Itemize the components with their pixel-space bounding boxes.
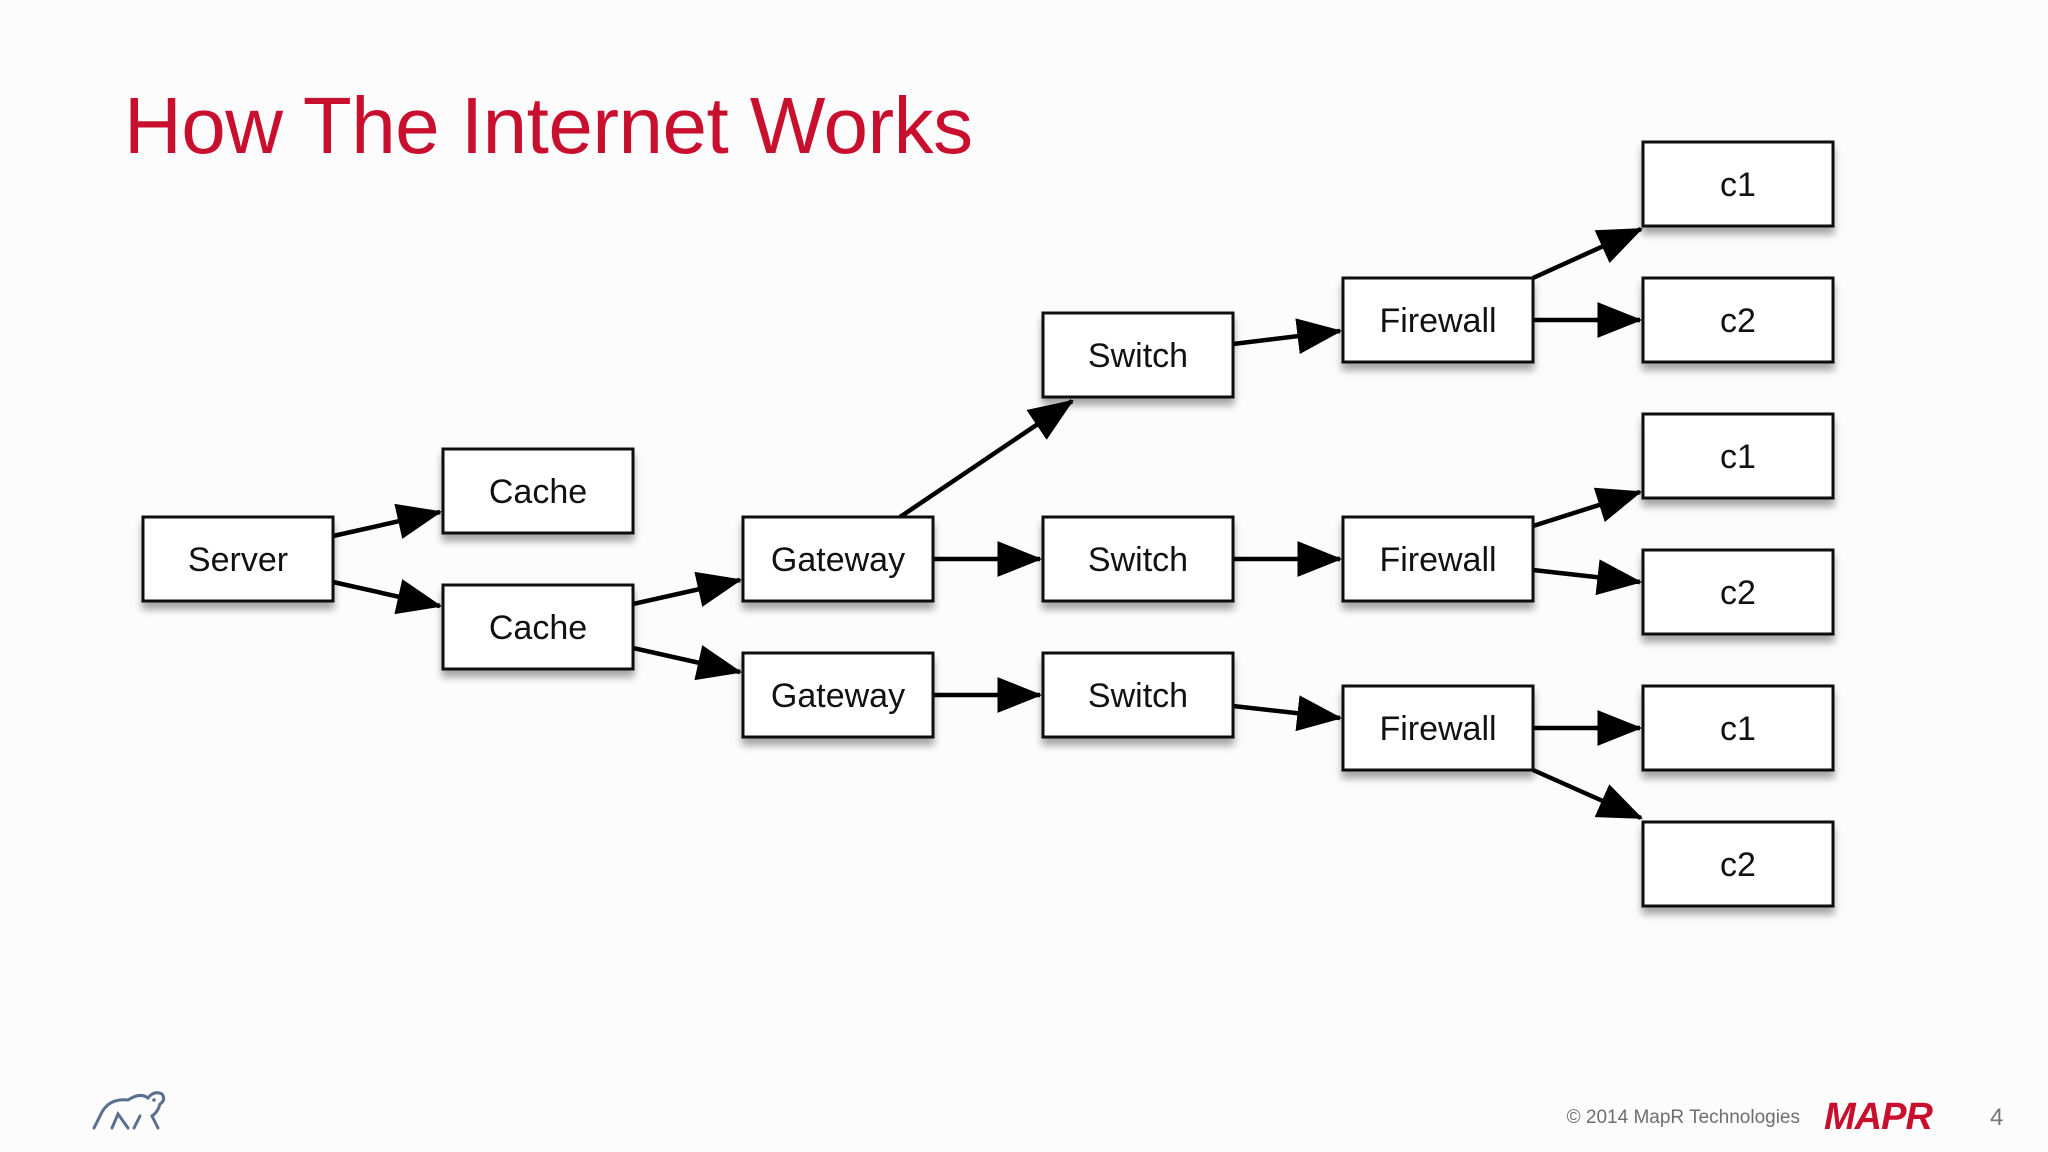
node-c2c: c2 — [1641, 820, 1835, 908]
arrow-cache2-to-gateway1 — [632, 571, 743, 607]
node-box — [1341, 515, 1535, 603]
node-cache2: Cache — [441, 583, 635, 671]
node-gateway2: Gateway — [741, 651, 935, 739]
node-box — [1641, 820, 1835, 908]
arrow-switch1-to-firewall1 — [1232, 318, 1343, 355]
arrow-gateway1-to-switch1 — [898, 399, 1074, 519]
edges-layer — [332, 226, 1644, 821]
arrow-firewall1-to-c1a — [1532, 226, 1644, 281]
nodes-layer: ServerCacheCacheGatewayGatewaySwitchSwit… — [141, 140, 1835, 908]
node-box — [141, 515, 335, 603]
arrow-switch3-to-firewall3 — [1232, 695, 1343, 732]
brand-logo-text: MAPR — [1824, 1096, 1933, 1136]
node-box — [1641, 548, 1835, 636]
node-label: Gateway — [771, 541, 905, 579]
node-box — [1641, 140, 1835, 228]
node-switch1: Switch — [1041, 311, 1235, 399]
node-c1a: c1 — [1641, 140, 1835, 228]
node-box — [1041, 311, 1235, 399]
node-box — [741, 651, 935, 739]
arrow-firewall2-to-c2b — [1532, 559, 1643, 596]
page-number: 4 — [1990, 1104, 2004, 1131]
node-box — [1041, 515, 1235, 603]
node-box — [1341, 684, 1535, 772]
node-gateway1: Gateway — [741, 515, 935, 603]
node-switch3: Switch — [1041, 651, 1235, 739]
node-box — [1641, 412, 1835, 500]
node-label: c1 — [1720, 438, 1756, 476]
node-firewall2: Firewall — [1341, 515, 1535, 603]
node-label: Switch — [1088, 541, 1188, 579]
node-box — [441, 447, 635, 535]
node-label: c2 — [1720, 302, 1756, 340]
node-firewall3: Firewall — [1341, 684, 1535, 772]
node-box — [741, 515, 935, 603]
node-firewall1: Firewall — [1341, 276, 1535, 364]
node-label: Cache — [489, 609, 587, 647]
node-server: Server — [141, 515, 335, 603]
node-box — [441, 583, 635, 671]
copyright-text: © 2014 MapR Technologies — [1566, 1107, 1800, 1128]
arrow-server-to-cache1 — [332, 503, 443, 539]
node-label: Firewall — [1379, 541, 1496, 579]
arrow-server-to-cache2 — [332, 579, 443, 615]
node-label: c2 — [1720, 846, 1756, 884]
node-box — [1341, 276, 1535, 364]
node-label: Switch — [1088, 337, 1188, 375]
arrow-firewall3-to-c2c — [1532, 767, 1644, 821]
node-label: Firewall — [1379, 710, 1496, 748]
node-box — [1041, 651, 1235, 739]
node-label: Gateway — [771, 677, 905, 715]
elephant-mascot-icon — [92, 1091, 166, 1130]
node-c2a: c2 — [1641, 276, 1835, 364]
arrow-cache2-to-gateway2 — [632, 645, 743, 681]
node-c1b: c1 — [1641, 412, 1835, 500]
node-label: c1 — [1720, 166, 1756, 204]
node-label: Switch — [1088, 677, 1188, 715]
node-label: Cache — [489, 473, 587, 511]
slide-title: How The Internet Works — [124, 81, 973, 170]
node-label: Firewall — [1379, 302, 1496, 340]
node-cache1: Cache — [441, 447, 635, 535]
node-label: Server — [188, 541, 288, 579]
node-box — [1641, 276, 1835, 364]
node-c1c: c1 — [1641, 684, 1835, 772]
node-switch2: Switch — [1041, 515, 1235, 603]
node-c2b: c2 — [1641, 548, 1835, 636]
arrow-firewall2-to-c1b — [1532, 487, 1643, 529]
node-box — [1641, 684, 1835, 772]
node-label: c2 — [1720, 574, 1756, 612]
brand-logo: MAPR — [1824, 1096, 1934, 1136]
node-label: c1 — [1720, 710, 1756, 748]
